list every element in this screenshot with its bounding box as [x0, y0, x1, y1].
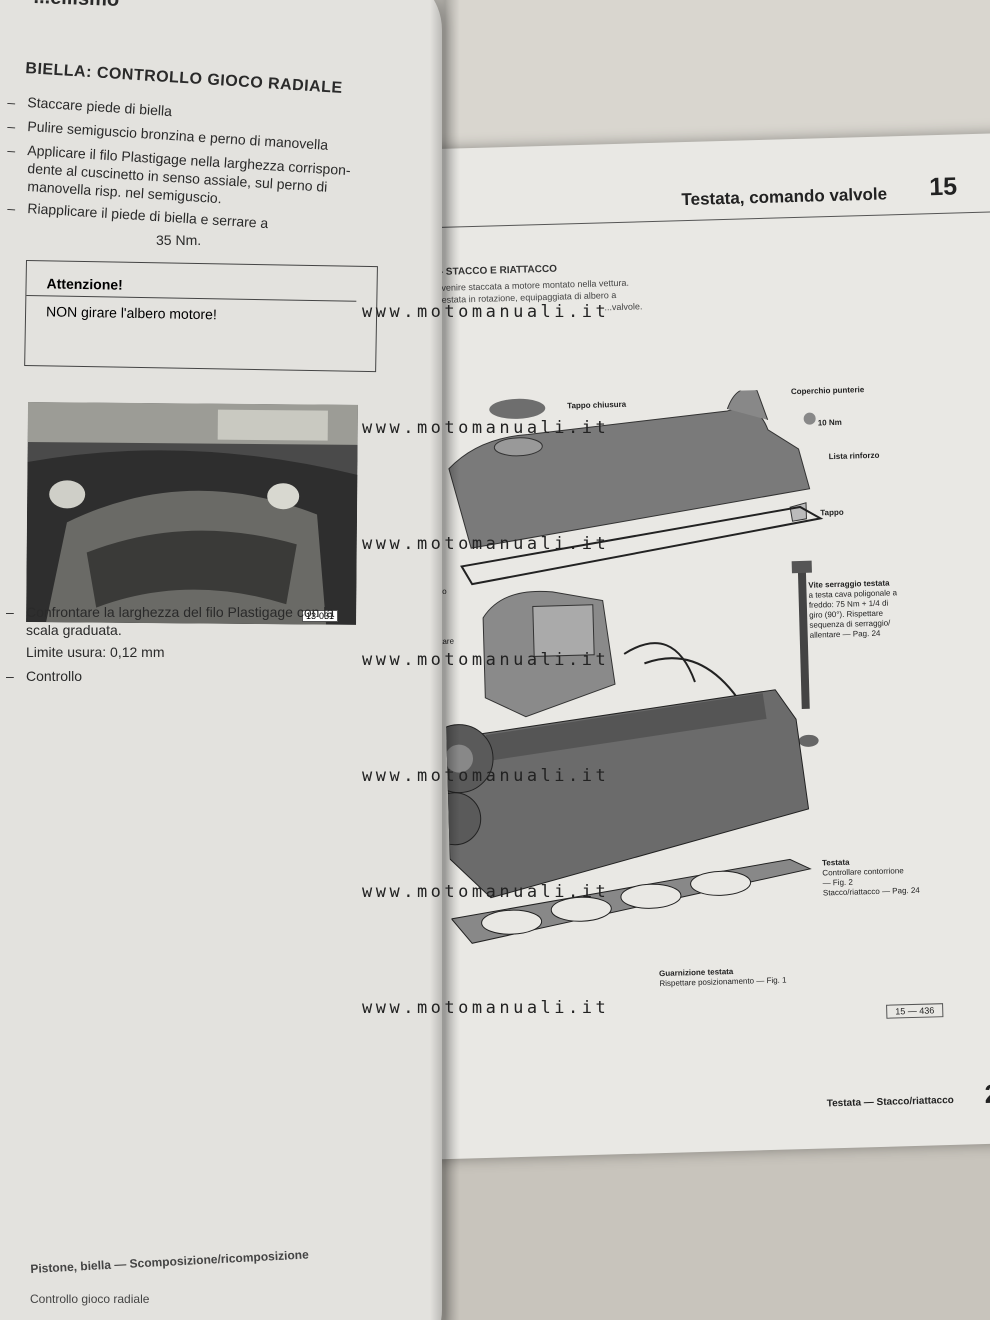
- header-rule: [422, 210, 990, 229]
- label-guarnizione-testata: Guarnizione testata Rispettare posiziona…: [658, 967, 787, 989]
- label-10nm: 10 Nm: [817, 417, 842, 428]
- step-dash: –: [6, 668, 14, 684]
- watermark: www.motomanuali.it: [362, 650, 610, 670]
- watermark: www.motomanuali.it: [362, 766, 610, 786]
- engine-photo: [26, 402, 358, 625]
- right-page-number: 23: [984, 1078, 990, 1110]
- after-step: Confrontare la larghezza del filo Plasti…: [26, 604, 335, 620]
- after-step: scala graduata.: [26, 622, 122, 638]
- warning-title: Attenzione!: [46, 275, 123, 293]
- warning-box: Attenzione! NON girare l'albero motore!: [24, 260, 378, 373]
- label-tappo: Tappo: [820, 507, 844, 518]
- watermark: www.motomanuali.it: [362, 534, 610, 554]
- left-page: [0, 0, 442, 1320]
- step-dash: –: [6, 118, 16, 135]
- torque-value: 35 Nm.: [156, 232, 202, 248]
- step-dash: –: [6, 200, 16, 217]
- step-dash: –: [6, 94, 16, 111]
- label-lista-rinforzo: Lista rinforzo: [828, 450, 880, 462]
- label-coperchio-punterie: Coperchio punterie: [790, 385, 865, 397]
- chapter-number: 15: [928, 172, 958, 202]
- warning-divider: [26, 295, 357, 302]
- right-page: Testata, comando valvole 15 A — STACCO E…: [400, 132, 990, 1160]
- label-testata: Testata Controllare contorrione — Fig. 2…: [821, 857, 920, 898]
- book-gutter-shadow: [430, 0, 460, 1320]
- label-vite-serraggio: Vite serraggio testata a testa cava poli…: [808, 578, 898, 640]
- right-footer-title: Testata — Stacco/riattacco: [826, 1094, 955, 1110]
- watermark: www.motomanuali.it: [362, 418, 610, 438]
- watermark: www.motomanuali.it: [362, 998, 610, 1018]
- after-step: Controllo: [26, 668, 83, 684]
- figure-tag: 15 — 436: [886, 1003, 944, 1019]
- chapter-header: Testata, comando valvole: [681, 184, 888, 210]
- step-dash: –: [6, 142, 16, 159]
- step-dash: –: [6, 604, 14, 620]
- watermark: www.motomanuali.it: [362, 882, 610, 902]
- warning-text: NON girare l'albero motore!: [45, 303, 217, 323]
- section-line: ...valvole.: [604, 301, 643, 313]
- label-tappo-chiusura: Tappo chiusura: [567, 399, 627, 411]
- wear-limit: Limite usura: 0,12 mm: [26, 644, 165, 660]
- left-footer-subtitle: Controllo gioco radiale: [30, 1292, 150, 1306]
- watermark: www.motomanuali.it: [362, 302, 610, 322]
- page-edge-under: [410, 1140, 990, 1320]
- exploded-cylinder-head-illustration: [436, 388, 824, 944]
- photo-tag: 13-031: [302, 610, 339, 622]
